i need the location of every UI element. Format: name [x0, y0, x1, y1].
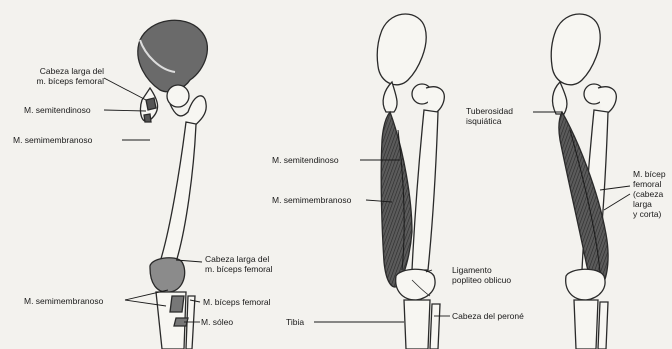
label-cabeza-perone: Cabeza del peroné	[452, 311, 524, 321]
label-soleo: M. sóleo	[201, 317, 233, 327]
label-ligamento: Ligamento popliteo oblicuo	[452, 265, 511, 285]
label-semimembranoso-bottom: M. semimembranoso	[24, 296, 103, 306]
label-cabeza-larga-top: Cabeza larga del m. bíceps femoral	[6, 66, 104, 86]
label-semitendinoso-left: M. semitendinoso	[24, 105, 91, 115]
left-leg-figure	[138, 20, 208, 349]
label-semitendinoso-mid: M. semitendinoso	[272, 155, 339, 165]
label-biceps-femoral-bottom: M. bíceps femoral	[203, 297, 271, 307]
label-tibia: Tibia	[286, 317, 304, 327]
label-biceps-right: M. bícep femoral (cabeza larga y corta)	[633, 169, 666, 219]
label-semimembranoso-left: M. semimembranoso	[13, 135, 92, 145]
right-leg-figure	[551, 14, 616, 349]
label-cabeza-larga-mid: Cabeza larga del m. bíceps femoral	[205, 254, 273, 274]
middle-leg-figure	[377, 14, 444, 349]
label-tuberosidad: Tuberosidad isquiática	[466, 106, 513, 126]
label-semimembranoso-mid: M. semimembranoso	[272, 195, 351, 205]
